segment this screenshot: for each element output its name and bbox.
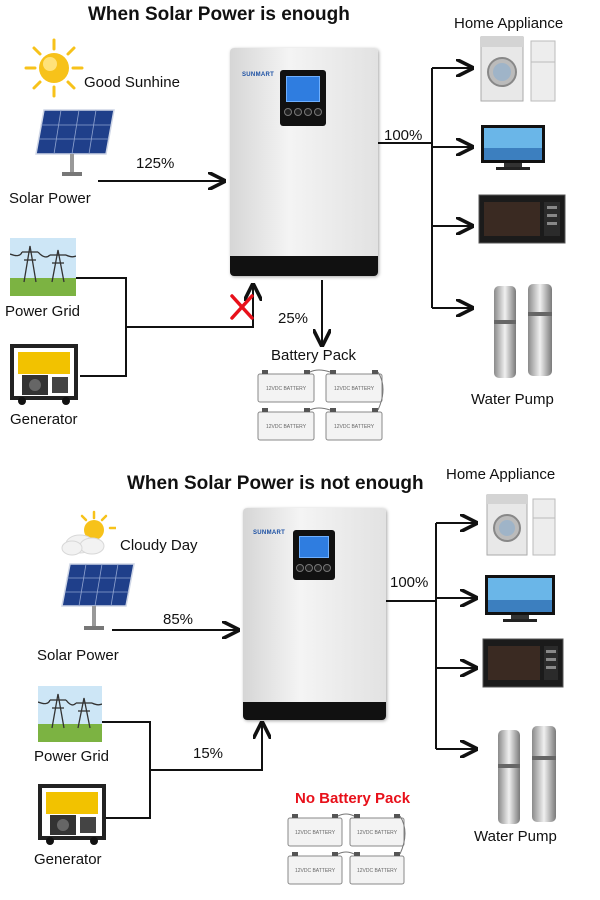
generator-icon xyxy=(10,344,78,405)
battery-percent: 25% xyxy=(278,310,309,327)
washing-machine-icon xyxy=(486,494,528,556)
grid-label: Power Grid xyxy=(5,303,81,320)
inverter-icon: SUNMART xyxy=(230,48,378,276)
solar-percent: 125% xyxy=(136,155,175,172)
inverter-lcd xyxy=(299,536,329,558)
grid-label: Power Grid xyxy=(34,748,110,765)
solar-percent: 85% xyxy=(163,611,194,628)
grid-percent: 15% xyxy=(193,745,224,762)
inverter-base xyxy=(230,256,378,276)
fridge-icon xyxy=(532,498,556,556)
solar-panel-icon xyxy=(35,109,115,176)
inverter-display-panel xyxy=(293,530,335,580)
generator-to-bus-line xyxy=(80,327,127,377)
appliance-label: Home Appliance xyxy=(454,15,564,32)
battery-icon: 12VDC BATTERY 12VDC BATTERY 12VDC BATTERY… xyxy=(257,369,384,441)
power-grid-icon xyxy=(38,686,102,742)
solar-label: Solar Power xyxy=(37,647,119,664)
generator-icon xyxy=(38,784,106,845)
generator-to-bus-line xyxy=(106,770,151,819)
cloud-sun-icon xyxy=(61,510,116,556)
generator-label: Generator xyxy=(10,411,78,428)
pump-label: Water Pump xyxy=(471,391,554,408)
grid-to-inverter-line xyxy=(100,721,262,771)
inverter-brand: SUNMART xyxy=(253,530,286,536)
panel-title: When Solar Power is not enough xyxy=(127,473,424,494)
solar-label: Solar Power xyxy=(9,190,91,207)
power-grid-icon xyxy=(10,238,76,296)
battery-icon: 12VDC BATTERY 12VDC BATTERY 12VDC BATTERY… xyxy=(287,813,406,885)
appliance-label: Home Appliance xyxy=(446,466,556,483)
battery-label: Battery Pack xyxy=(271,347,357,364)
panel-solar-not-enough: When Solar Power is not enough Cloudy Da… xyxy=(0,450,600,900)
microwave-icon xyxy=(482,638,564,688)
water-pump-icon xyxy=(494,284,552,378)
grid-to-inverter-line xyxy=(74,277,253,328)
sun-label: Cloudy Day xyxy=(120,537,198,554)
wiring-diagram xyxy=(74,0,600,377)
svg-text:12VDC BATTERY: 12VDC BATTERY xyxy=(357,830,398,836)
pump-label: Water Pump xyxy=(474,828,557,845)
wiring-diagram xyxy=(100,450,600,819)
output-percent: 100% xyxy=(384,127,423,144)
inverter-base xyxy=(243,702,386,720)
inverter-brand: SUNMART xyxy=(242,72,275,78)
svg-text:12VDC BATTERY: 12VDC BATTERY xyxy=(295,830,336,836)
solar-panel-icon xyxy=(61,563,135,630)
tv-icon xyxy=(485,575,555,622)
inverter-lcd xyxy=(286,76,320,102)
svg-text:12VDC BATTERY: 12VDC BATTERY xyxy=(295,868,336,874)
svg-text:12VDC BATTERY: 12VDC BATTERY xyxy=(266,386,307,392)
svg-text:12VDC BATTERY: 12VDC BATTERY xyxy=(334,386,375,392)
no-battery-label: No Battery Pack xyxy=(295,790,411,807)
svg-text:12VDC BATTERY: 12VDC BATTERY xyxy=(357,868,398,874)
panel-solar-enough: When Solar Power is enough Good Sunhine … xyxy=(5,0,600,441)
inverter-display-panel xyxy=(280,70,326,126)
sun-label: Good Sunhine xyxy=(84,74,180,91)
fridge-icon xyxy=(530,40,556,102)
output-percent: 100% xyxy=(390,574,429,591)
panel-title: When Solar Power is enough xyxy=(88,4,350,25)
svg-text:12VDC BATTERY: 12VDC BATTERY xyxy=(334,424,375,430)
svg-text:12VDC BATTERY: 12VDC BATTERY xyxy=(266,424,307,430)
inverter-icon: SUNMART xyxy=(243,508,386,720)
tv-icon xyxy=(481,125,545,170)
sun-icon xyxy=(24,38,84,98)
washing-machine-icon xyxy=(480,36,524,102)
water-pump-icon xyxy=(498,726,556,824)
generator-label: Generator xyxy=(34,851,102,868)
microwave-icon xyxy=(478,194,566,244)
blocked-cross-icon xyxy=(230,294,254,320)
